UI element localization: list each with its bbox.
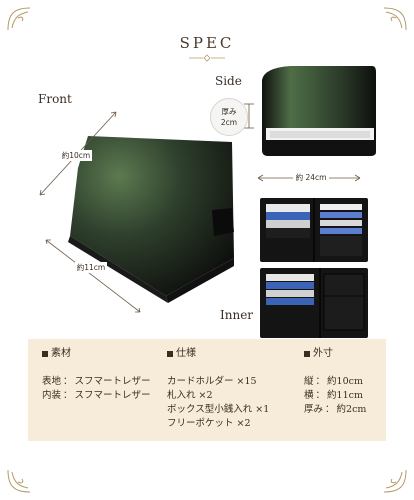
features-heading: 仕様 [167, 347, 269, 361]
material-key: 表地 [42, 376, 62, 387]
front-height-badge: 約10cm [60, 150, 92, 161]
size-value: 約11cm [327, 390, 363, 401]
size-sep: ： [315, 376, 326, 387]
side-depth-badge: 厚み 2cm [210, 98, 248, 136]
inner-wallet-open-image [260, 198, 368, 262]
material-row: 内装 ： スフマートレザー [42, 389, 151, 403]
side-wallet-image [262, 66, 376, 156]
material-sep: ： [63, 390, 73, 401]
wallet-illustrations [39, 66, 376, 338]
size-heading-text: 外寸 [313, 348, 333, 359]
feature-item: ボックス型小銭入れ ×1 [167, 404, 270, 415]
corner-ornament-bottom-right [370, 466, 410, 496]
size-sep: ： [315, 390, 326, 401]
side-depth-label: 厚み [221, 107, 237, 116]
size-row: 縦 ： 約10cm [304, 375, 366, 389]
features-section: 仕様 カードホルダー ×15 札入れ ×2 ボックス型小銭入れ ×1 フリーポケ… [167, 347, 269, 431]
size-sep: ： [325, 404, 335, 415]
material-heading: 素材 [42, 347, 151, 361]
square-bullet-icon [42, 351, 48, 357]
material-heading-text: 素材 [51, 348, 71, 359]
size-row: 横 ： 約11cm [304, 389, 366, 403]
open-width-badge: 約 24cm [293, 172, 329, 183]
size-value: 約10cm [327, 376, 363, 387]
title-ornament-icon [189, 54, 225, 62]
page-title: SPEC [179, 34, 235, 52]
size-key: 縦 [304, 376, 314, 387]
material-value: スフマートレザー [74, 376, 151, 387]
size-value: 約2cm [336, 404, 367, 415]
size-key: 厚み [304, 404, 324, 415]
front-label: Front [38, 92, 72, 106]
side-label: Side [215, 74, 242, 88]
side-depth-value: 2cm [220, 118, 238, 127]
front-width-badge: 約11cm [75, 262, 107, 273]
inner-label: Inner [220, 308, 254, 322]
feature-item: フリーポケット ×2 [167, 418, 251, 429]
spec-panel: 素材 表地 ： スフマートレザー 内装 ： スフマートレザー 仕様 カードホルダ… [28, 339, 386, 441]
size-row: 厚み ： 約2cm [304, 403, 366, 417]
feature-item: 札入れ ×2 [167, 390, 213, 401]
size-key: 横 [304, 390, 314, 401]
front-width-line [45, 239, 141, 313]
inner-wallet-coin-image [260, 268, 368, 338]
features-heading-text: 仕様 [176, 348, 196, 359]
side-depth-line [244, 103, 254, 129]
square-bullet-icon [304, 351, 310, 357]
size-heading: 外寸 [304, 347, 366, 361]
material-key: 内装 [42, 390, 62, 401]
front-wallet-image [68, 136, 234, 303]
material-row: 表地 ： スフマートレザー [42, 375, 151, 389]
square-bullet-icon [167, 351, 173, 357]
corner-ornament-top-right [370, 4, 410, 34]
material-section: 素材 表地 ： スフマートレザー 内装 ： スフマートレザー [42, 347, 151, 403]
feature-item: カードホルダー ×15 [167, 376, 257, 387]
corner-ornament-bottom-left [4, 466, 44, 496]
corner-ornament-top-left [4, 4, 44, 34]
material-sep: ： [63, 376, 73, 387]
size-section: 外寸 縦 ： 約10cm 横 ： 約11cm 厚み ： 約2cm [304, 347, 366, 417]
material-value: スフマートレザー [74, 390, 151, 401]
